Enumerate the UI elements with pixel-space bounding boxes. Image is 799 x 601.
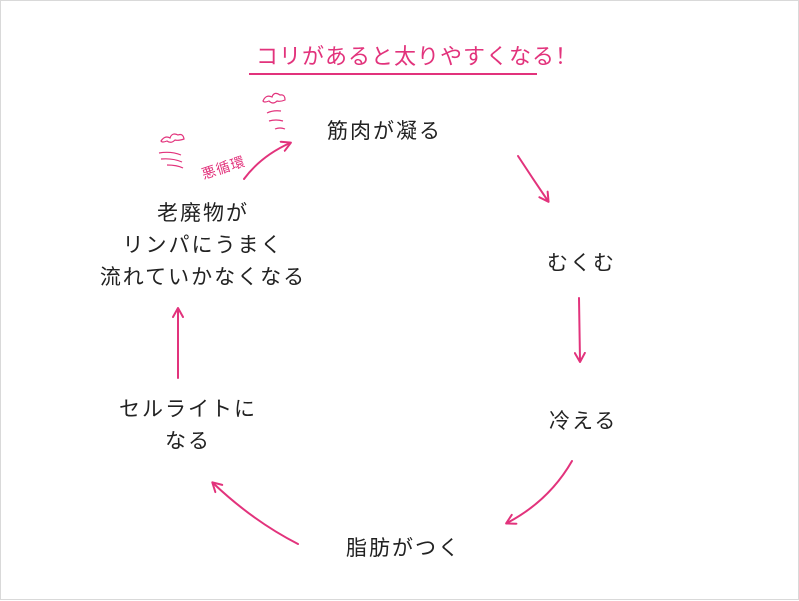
arrow-waste-to-muscle (243, 140, 292, 180)
diagram-title: コリがあると太りやすくなる！ (256, 45, 579, 70)
arrow-swell-to-cold (573, 297, 586, 363)
node-swelling: むくむ (547, 251, 616, 275)
node-cold: 冷える (549, 409, 618, 433)
node-waste-line3: 流れていかなくなる (99, 265, 307, 289)
node-fat: 脂肪がつく (346, 536, 461, 560)
node-muscle-stiff: 筋肉が凝る (327, 119, 442, 143)
node-cellulite: セルライトに なる (113, 393, 263, 457)
arrow-muscle-to-swell (517, 155, 550, 203)
node-waste-line1: 老廃物が (157, 201, 249, 225)
node-waste-line2: リンパにうまく (122, 233, 284, 257)
title-underline (249, 73, 537, 75)
node-waste: 老廃物が リンパにうまく 流れていかなくなる (87, 197, 319, 293)
steam-puffs-decoration (158, 92, 286, 169)
arrow-cold-to-fat (505, 460, 573, 525)
node-cellulite-line1: セルライトに (119, 397, 257, 421)
node-cellulite-line2: なる (165, 429, 211, 453)
arrow-fat-to-cellulite (211, 481, 299, 545)
